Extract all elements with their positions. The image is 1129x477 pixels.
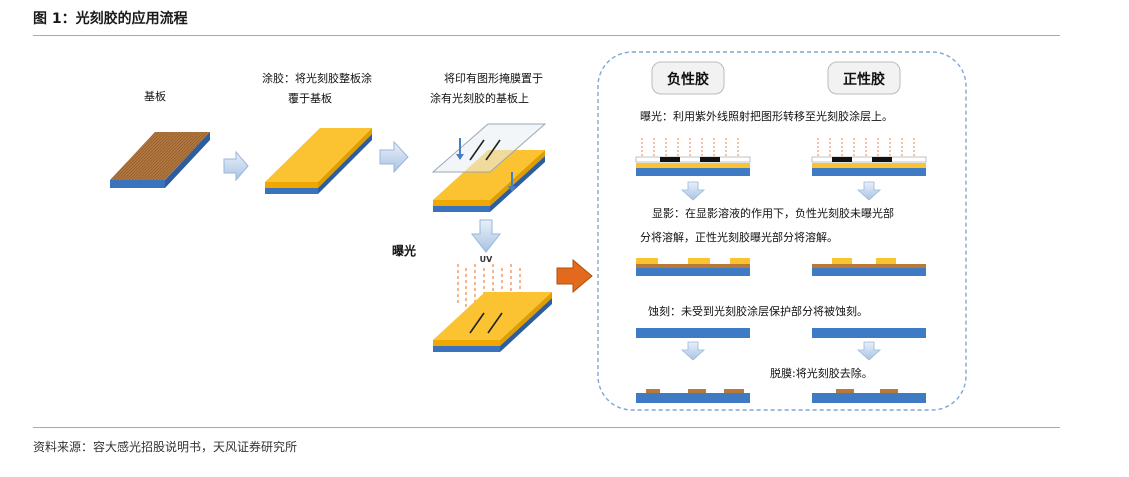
negative-header: 负性胶 <box>667 71 709 88</box>
down-arrow-positive-1 <box>856 181 882 201</box>
substrate-block <box>110 132 210 188</box>
positive-strip-stack <box>812 389 926 403</box>
label-mask-line2: 涂有光刻胶的基板上 <box>430 91 529 105</box>
label-uv: UV <box>480 255 493 264</box>
right-arrow-1 <box>223 150 249 182</box>
coated-substrate-block <box>265 128 372 194</box>
down-arrow-negative-1 <box>680 181 706 201</box>
step-strip: 脱膜:将光刻胶去除。 <box>770 366 873 380</box>
down-arrow-positive-2 <box>856 341 882 361</box>
step-exposure: 曝光：利用紫外线照射把图形转移至光刻胶涂层上。 <box>640 109 893 123</box>
label-expose: 曝光 <box>392 243 416 258</box>
top-rule <box>33 35 1060 36</box>
step-develop-line2: 分将溶解，正性光刻胶曝光部分将溶解。 <box>640 230 838 244</box>
step-develop-line1: 显影：在显影溶液的作用下，负性光刻胶未曝光部 <box>652 206 894 220</box>
label-coat-line2: 覆于基板 <box>288 91 332 105</box>
negative-etch-stack <box>636 328 750 338</box>
positive-develop-stack <box>812 258 926 276</box>
label-mask-line1: 将印有图形掩膜置于 <box>444 71 543 85</box>
negative-develop-stack <box>636 258 750 276</box>
positive-exposure-stack <box>811 138 927 176</box>
positive-header-box <box>827 61 901 95</box>
orange-arrow <box>556 258 593 294</box>
negative-header-box <box>651 61 725 95</box>
label-substrate: 基板 <box>144 89 166 103</box>
positive-header: 正性胶 <box>843 71 885 88</box>
negative-exposure-stack <box>635 138 751 176</box>
down-arrow-exposure <box>470 219 502 253</box>
step-etch: 蚀刻：未受到光刻胶涂层保护部分将被蚀刻。 <box>648 304 868 318</box>
mask-on-substrate-block <box>431 123 547 212</box>
bottom-rule <box>33 427 1060 428</box>
process-panel <box>597 51 967 411</box>
positive-etch-stack <box>812 328 926 338</box>
right-arrow-2 <box>379 140 409 174</box>
negative-strip-stack <box>636 389 750 403</box>
label-coat-line1: 涂胶：将光刻胶整板涂 <box>262 71 372 85</box>
exposed-substrate-block <box>433 292 552 352</box>
down-arrow-negative-2 <box>680 341 706 361</box>
figure-source: 资料来源：容大感光招股说明书，天风证券研究所 <box>33 440 298 454</box>
figure-title: 图 1：光刻胶的应用流程 <box>33 11 188 27</box>
